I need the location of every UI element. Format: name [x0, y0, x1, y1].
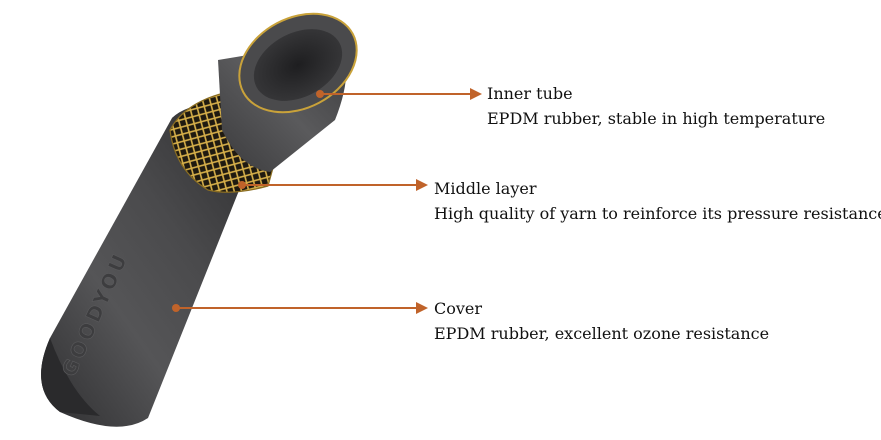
callout-cover-label: Cover EPDM rubber, excellent ozone resis… [434, 298, 769, 345]
middle-layer-title: Middle layer [434, 179, 537, 198]
cover-title: Cover [434, 299, 483, 318]
inner-tube-description: EPDM rubber, stable in high temperature [487, 109, 826, 128]
callout-inner-leader [316, 88, 482, 100]
callout-middle-label: Middle layer High quality of yarn to rei… [434, 178, 881, 225]
cover-description: EPDM rubber, excellent ozone resistance [434, 324, 770, 343]
callout-inner-label: Inner tube EPDM rubber, stable in high t… [487, 83, 825, 130]
callout-cover-leader [172, 302, 428, 314]
inner-tube-title: Inner tube [487, 84, 573, 103]
middle-layer-description: High quality of yarn to reinforce its pr… [434, 204, 881, 223]
callout-middle-leader [238, 179, 428, 191]
inner-tube [218, 12, 358, 172]
